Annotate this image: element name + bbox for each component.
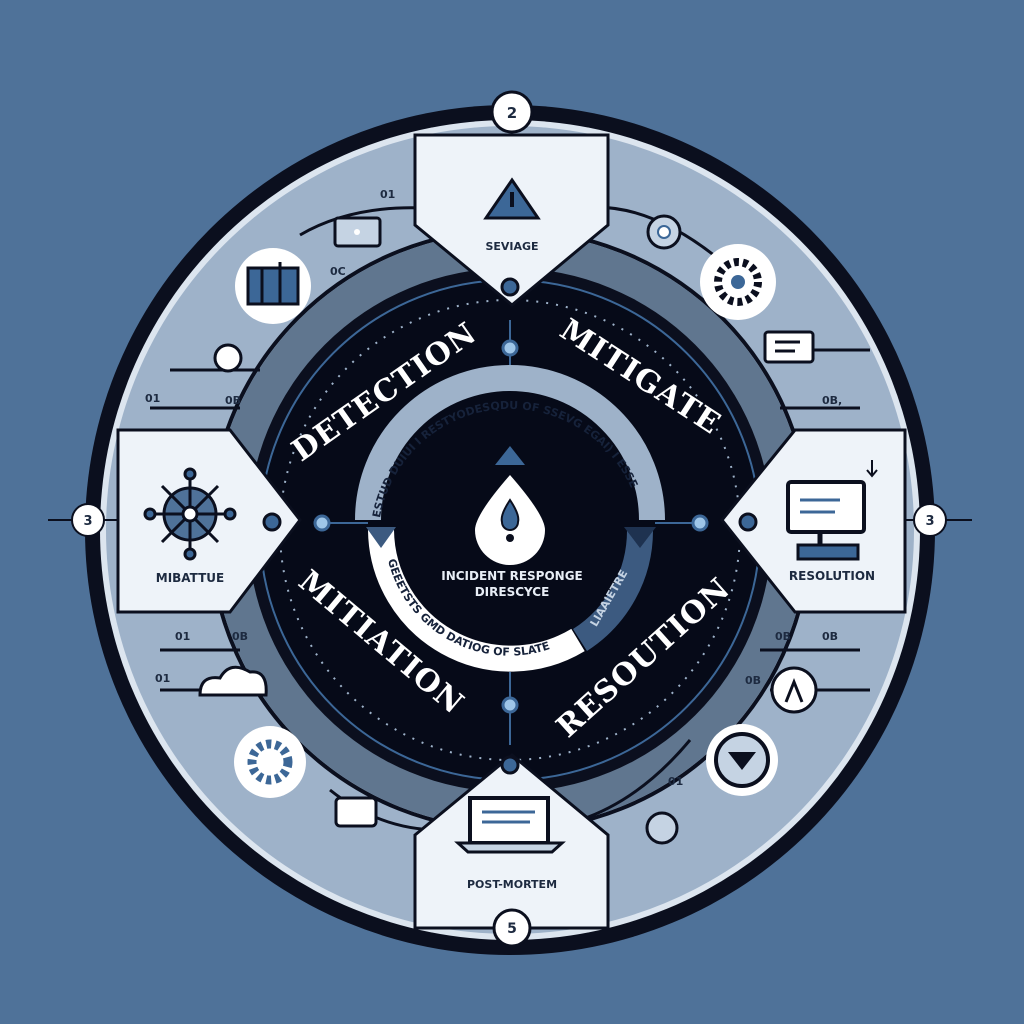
arc-arrow-left bbox=[366, 527, 396, 548]
svg-text:2: 2 bbox=[507, 104, 517, 122]
center-title: INCIDENT RESPONGE bbox=[441, 569, 583, 583]
small-label: 01 bbox=[380, 188, 395, 201]
small-label: 01 bbox=[175, 630, 190, 643]
small-label: 0B bbox=[745, 674, 761, 687]
node-label: RESOLUTION bbox=[789, 569, 875, 583]
step-number-top: 2 bbox=[490, 90, 534, 134]
small-label: 01 bbox=[145, 392, 160, 405]
keypad-icon bbox=[334, 796, 378, 828]
node-bottom-post-mortem[interactable]: POST-MORTEM bbox=[413, 753, 610, 930]
water-drop-node-icon bbox=[646, 214, 682, 250]
cloud-icon bbox=[198, 665, 268, 697]
svg-text:5: 5 bbox=[507, 921, 517, 937]
node-label: POST-MORTEM bbox=[467, 878, 557, 891]
arc-arrow-right bbox=[624, 527, 656, 548]
node-top-severity[interactable]: SEVIAGE bbox=[413, 133, 610, 307]
small-label: 01 bbox=[155, 672, 170, 685]
step-number-bottom: 5 bbox=[492, 908, 532, 948]
small-label: 0B, bbox=[822, 394, 842, 407]
node-left-mitigate[interactable]: MIBATTUE bbox=[116, 428, 302, 614]
clock-dot-icon bbox=[645, 811, 679, 845]
laptop-icon bbox=[454, 796, 566, 854]
svg-text:3: 3 bbox=[925, 514, 934, 529]
tool-icon bbox=[706, 724, 778, 796]
center-up-arrow-icon bbox=[495, 446, 525, 465]
node-right-resolution[interactable]: RESOLUTION bbox=[720, 428, 907, 614]
step-number-left: 3 bbox=[48, 503, 118, 537]
svg-text:3: 3 bbox=[83, 514, 92, 529]
step-number-right: 3 bbox=[905, 503, 972, 537]
inner-dots bbox=[313, 339, 709, 714]
node-label: MIBATTUE bbox=[156, 571, 225, 585]
gear-icon bbox=[234, 726, 306, 798]
small-label: 0B bbox=[822, 630, 838, 643]
inner-arc-top bbox=[355, 365, 665, 521]
small-label: 0B bbox=[225, 394, 241, 407]
network-hub-icon bbox=[143, 467, 237, 561]
small-label: 01 bbox=[668, 775, 683, 788]
chat-bubble-icon bbox=[333, 216, 382, 248]
computer-icon bbox=[786, 460, 878, 561]
inner-arc-bottom bbox=[368, 529, 585, 672]
small-label: 0B bbox=[232, 630, 248, 643]
small-label: 0B bbox=[775, 630, 791, 643]
drop-alert-icon bbox=[475, 475, 545, 565]
small-label: 0C bbox=[330, 265, 346, 278]
center-subtitle: DIRESCYCE bbox=[475, 585, 550, 599]
up-arrow-icon bbox=[770, 666, 818, 714]
monitor-small-icon bbox=[763, 330, 815, 364]
gear-icon bbox=[700, 244, 776, 320]
building-icon bbox=[235, 248, 311, 324]
node-label: SEVIAGE bbox=[485, 240, 538, 253]
target-icon bbox=[213, 343, 243, 373]
